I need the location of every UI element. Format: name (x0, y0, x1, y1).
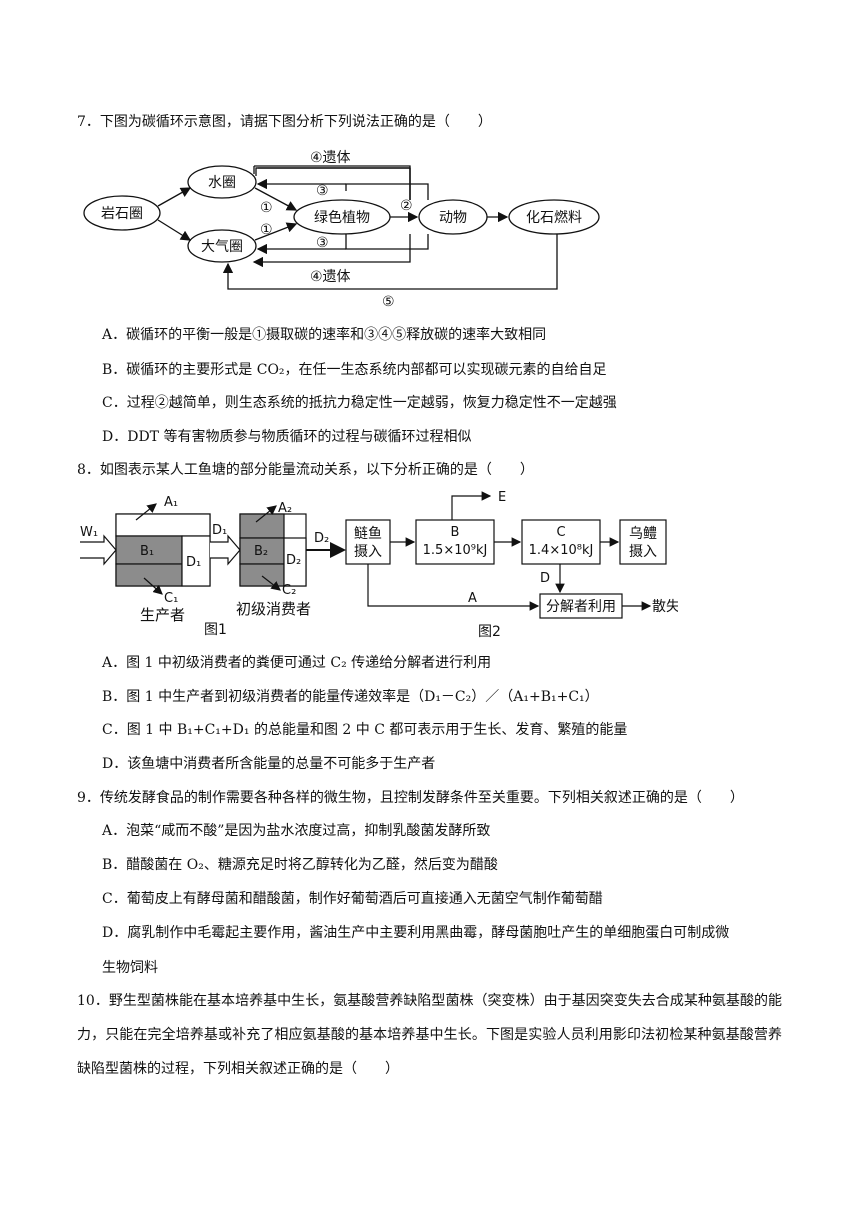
q7-option-d: D．DDT 等有害物质参与物质循环的过程与碳循环过程相似 (102, 429, 472, 445)
node-atmosphere: 大气圈 (201, 239, 243, 255)
fig1-producer: 生产者 (140, 606, 185, 624)
q9-option-d-line1: D．腐乳制作中毛霉起主要作用，酱油生产中主要利用黑曲霉，酵母菌胞吐产生的单细胞蛋… (102, 925, 730, 941)
label-remains-top: ④遗体 (310, 150, 351, 166)
fig2-snakehead-2: 摄入 (629, 544, 657, 560)
q9-option-c: C．葡萄皮上有酵母菌和醋酸菌，制作好葡萄酒后可直接通入无菌空气制作葡萄醋 (102, 891, 603, 907)
fig1-C2: C₂ (282, 583, 296, 598)
q8-option-b: B．图 1 中生产者到初级消费者的能量传递效率是（D₁－C₂）／（A₁+B₁+C… (102, 689, 599, 705)
energy-flow-diagram: W₁ A₁ B₁ D₁ C₁ D₁ A₂ B₂ D₂ C₂ D₂ 生产者 初级消… (80, 490, 678, 640)
fig2-C-energy: 1.4×10⁸kJ (529, 543, 594, 558)
fig2-C-label: C (556, 525, 565, 540)
fig2-caption: 图2 (478, 624, 501, 640)
question-9-stem: 9．传统发酵食品的制作需要各种各样的微生物，且控制发酵条件至关重要。下列相关叙述… (77, 790, 744, 806)
q9-option-a: A．泡菜“咸而不酸”是因为盐水浓度过高，抑制乳酸菌发酵所致 (102, 823, 491, 839)
fig1-C1: C₁ (164, 591, 178, 606)
q7-option-c: C．过程②越简单，则生态系统的抵抗力稳定性一定越弱，恢复力稳定性不一定越强 (102, 395, 617, 411)
fuel-oval (508, 199, 600, 235)
label-1-bottom: ① (260, 222, 273, 238)
fig1-B1: B₁ (140, 544, 154, 559)
label-2: ② (400, 198, 413, 214)
fig2-silver-carp-2: 摄入 (354, 544, 382, 560)
rock-oval (83, 195, 161, 231)
fig2-silver-carp-1: 鲢鱼 (354, 525, 382, 542)
fig1-A2: A₂ (278, 501, 292, 516)
fig1-D1-arrow: D₁ (212, 523, 227, 538)
fig1-B2: B₂ (254, 544, 268, 559)
fig2-B-energy: 1.5×10⁹kJ (423, 543, 488, 558)
fig1-D2-in: D₂ (286, 553, 301, 568)
q9-option-d-line2: 生物饲料 (102, 960, 158, 976)
label-1-top: ① (260, 200, 273, 216)
question-8-stem: 8．如图表示某人工鱼塘的部分能量流动关系，以下分析正确的是（ ） (77, 462, 534, 478)
fig1-caption: 图1 (204, 622, 227, 638)
node-plants: 绿色植物 (314, 209, 370, 226)
question-7-stem: 7．下图为碳循环示意图，请据下图分析下列说法正确的是（ ） (77, 114, 492, 130)
label-5: ⑤ (382, 294, 395, 310)
node-animals: 动物 (439, 210, 467, 226)
water-oval (187, 165, 257, 199)
q7-option-b: B．碳循环的主要形式是 CO₂，在任一生态系统内部都可以实现碳元素的自给自足 (102, 362, 607, 378)
label-3-top: ③ (316, 183, 329, 199)
fig1-A1: A₁ (164, 495, 178, 510)
label-3-bottom: ③ (316, 235, 329, 251)
q8-option-a: A．图 1 中初级消费者的粪便可通过 C₂ 传递给分解者进行利用 (102, 655, 492, 671)
node-fuel: 化石燃料 (526, 209, 582, 226)
fig2-B-label: B (451, 525, 460, 540)
node-water: 水圈 (208, 175, 236, 191)
fig1-D1-in: D₁ (186, 555, 201, 570)
fig1-D2-arrow: D₂ (314, 531, 329, 546)
q8-option-c: C．图 1 中 B₁+C₁+D₁ 的总能量和图 2 中 C 都可表示用于生长、发… (102, 722, 628, 738)
fig1-W1: W₁ (80, 525, 98, 540)
fig2-snakehead-1: 乌鳢 (629, 526, 657, 542)
carbon-cycle-diagram: 岩石圈 水圈 大气圈 绿色植物 动物 化石燃料 ④遗体 ③ ① ① ② ③ ④遗… (83, 150, 600, 310)
fig2-dissipate: 散失 (652, 599, 678, 615)
question-10-stem: 10．野生型菌株能在基本培养基中生长，氨基酸营养缺陷型菌株（突变株）由于基因突变… (77, 993, 782, 1077)
fig2-A: A (468, 591, 477, 606)
fig2-E: E (498, 490, 506, 505)
q9-option-b: B．醋酸菌在 O₂、糖源充足时将乙醇转化为乙醛，然后变为醋酸 (102, 857, 498, 873)
node-rock: 岩石圈 (101, 206, 143, 222)
atmosphere-oval (187, 229, 257, 263)
fig2-D: D (540, 571, 550, 586)
label-remains-bottom: ④遗体 (310, 269, 351, 285)
q7-option-a: A．碳循环的平衡一般是①摄取碳的速率和③④⑤释放碳的速率大致相同 (102, 327, 547, 343)
fig2-decomposer: 分解者利用 (546, 599, 616, 615)
q8-option-d: D．该鱼塘中消费者所含能量的总量不可能多于生产者 (102, 756, 436, 772)
fig1-consumer: 初级消费者 (236, 600, 311, 618)
